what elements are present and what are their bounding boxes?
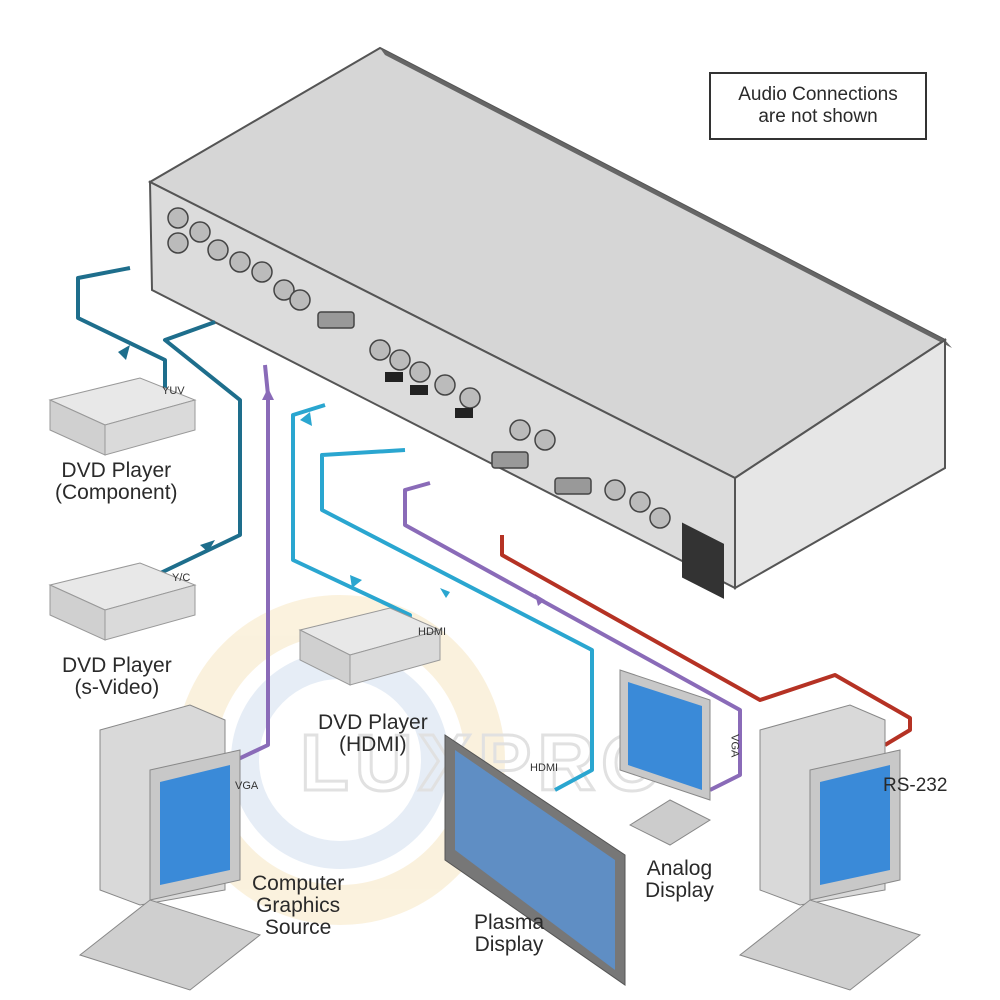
control-pc <box>738 704 922 991</box>
label-dvd-component: DVD Player (Component) <box>55 459 178 505</box>
cable-label-yuv: YUV <box>162 385 185 397</box>
analog-line1: Analog <box>646 857 713 880</box>
label-dvd-hdmi: DVD Player (HDMI) <box>318 711 428 757</box>
arrow-icon <box>200 540 215 552</box>
arrow-icon <box>440 588 450 598</box>
cable-yc <box>149 320 242 580</box>
computer-source-line3: Source <box>264 916 332 940</box>
dvd-hdmi-sub: (HDMI) <box>339 733 407 757</box>
label-analog-display: Analog Display <box>645 857 714 903</box>
dvd-svideo-name: DVD Player <box>62 654 172 677</box>
label-plasma-display: Plasma Display <box>474 911 545 957</box>
audio-note-box: Audio Connections are not shown <box>709 72 927 140</box>
dvd-player-component <box>48 377 197 456</box>
label-dvd-svideo: DVD Player (s-Video) <box>62 654 172 700</box>
dvd-player-svideo <box>48 562 197 641</box>
cable-label-vga-source: VGA <box>235 780 259 792</box>
dvd-player-hdmi <box>298 607 442 686</box>
computer-source-line1: Computer <box>252 872 345 895</box>
cable-hdmi-plasma <box>320 448 594 792</box>
cable-label-vga-analog: VGA <box>728 734 741 758</box>
cable-vga-analog <box>403 481 742 792</box>
dvd-svideo-sub: (s-Video) <box>74 676 160 700</box>
audio-note-line1: Audio Connections <box>738 84 898 106</box>
arrow-icon <box>118 345 130 360</box>
power-inlet <box>682 522 724 599</box>
cable-label-hdmi-source: HDMI <box>418 626 447 638</box>
cable-label-rs232: RS-232 <box>883 775 948 796</box>
cable-label-yc: Y/C <box>172 572 191 584</box>
arrow-icon <box>535 594 545 606</box>
plasma-line1: Plasma <box>474 911 545 934</box>
analog-display <box>619 669 712 846</box>
dvd-hdmi-name: DVD Player <box>318 711 428 734</box>
cable-vga-source <box>231 364 270 764</box>
arrow-icon <box>262 388 274 400</box>
cable-rs232 <box>500 535 912 747</box>
switcher-device <box>147 46 952 599</box>
arrow-icon <box>350 575 362 588</box>
label-computer-source: Computer Graphics Source <box>252 872 345 940</box>
cable-label-hdmi-plasma: HDMI <box>530 762 559 774</box>
arrow-icon <box>300 412 312 426</box>
plasma-line2: Display <box>474 933 544 957</box>
analog-line2: Display <box>645 879 714 903</box>
dvd-component-sub: (Component) <box>55 481 178 505</box>
computer-source <box>78 704 262 991</box>
plasma-display <box>444 734 626 986</box>
dvd-component-name: DVD Player <box>61 459 172 482</box>
computer-source-line2: Graphics <box>256 894 341 918</box>
audio-note-line2: are not shown <box>758 106 878 127</box>
cable-yuv <box>76 266 167 395</box>
